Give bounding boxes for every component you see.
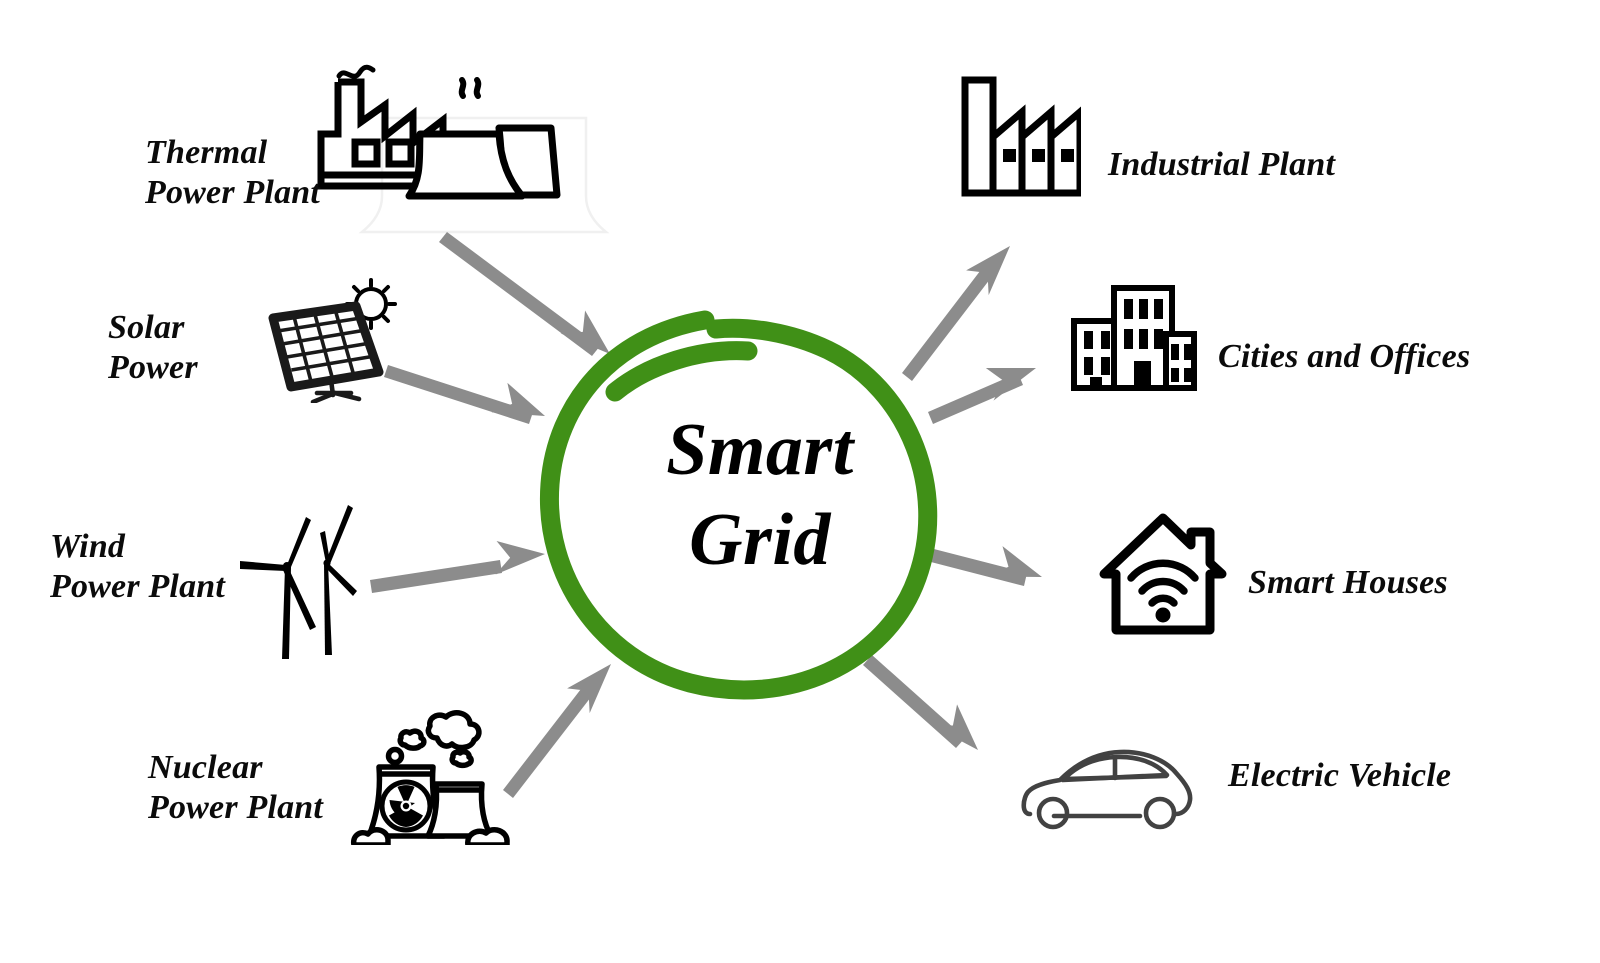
label-smart-houses: Smart Houses	[1248, 564, 1448, 601]
label-solar-power: Solar Power	[108, 309, 198, 387]
arrow-grid-to-industrial	[902, 233, 1021, 381]
label-electric-vehicle: Electric Vehicle	[1228, 757, 1452, 794]
label-wind-power-plant: Wind Power Plant	[50, 528, 226, 606]
center-label: Smart Grid	[666, 409, 854, 582]
electric-car-icon	[1021, 749, 1193, 830]
wind-turbine-icon	[240, 505, 357, 659]
arrow-nuclear-to-grid	[503, 651, 622, 798]
label-nuclear-power-plant: Nuclear Power Plant	[148, 749, 324, 827]
label-thermal-power-plant: Thermal Power Plant	[145, 134, 321, 212]
arrow-grid-to-vehicle	[863, 655, 992, 760]
arrow-wind-to-grid	[370, 534, 547, 593]
nuclear-power-plant-icon	[350, 710, 510, 845]
thermal-power-plant-icon	[317, 64, 561, 200]
solar-panel-icon	[268, 278, 397, 403]
arrow-thermal-to-grid	[439, 232, 622, 365]
radiation-symbol-icon	[379, 779, 433, 833]
industrial-plant-icon	[961, 76, 1081, 197]
wifi-icon	[1127, 559, 1199, 607]
arrow-solar-to-grid	[384, 365, 552, 429]
arrow-grid-to-houses	[927, 544, 1048, 590]
label-industrial-plant: Industrial Plant	[1108, 146, 1336, 183]
arrow-grid-to-cities	[928, 349, 1042, 424]
city-buildings-icon	[1071, 285, 1197, 391]
label-cities-and-offices: Cities and Offices	[1218, 338, 1471, 375]
smart-house-wifi-icon	[1099, 513, 1227, 635]
